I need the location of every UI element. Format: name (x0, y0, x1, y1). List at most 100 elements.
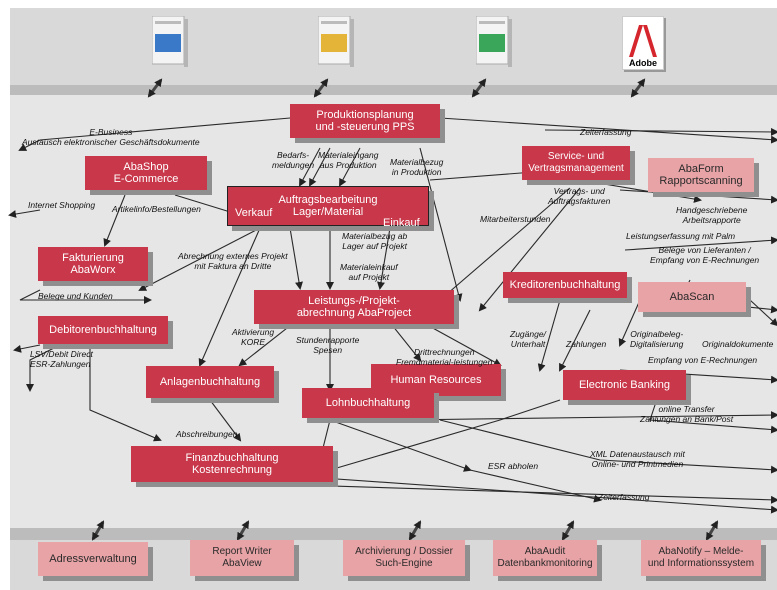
module-title: Kreditorenbuchhaltung (509, 279, 621, 291)
label-zahlungen: Zahlungen (566, 339, 607, 349)
label-line: Abrechnung externes Projekt (178, 251, 288, 261)
label-line: XML Datenaustausch mit (590, 449, 685, 459)
label-line: E-Business (89, 127, 133, 137)
module-subtitle: AbaView (222, 558, 262, 569)
module-debitorenbuchhaltung[interactable]: Debitorenbuchhaltung (38, 316, 168, 344)
module-subtitle: AbaWorx (70, 264, 116, 276)
label-materialbezug: Materialbezug in Produktion (390, 157, 444, 177)
module-subtitle: Datenbankmonitoring (497, 558, 593, 569)
label-mitarbeiterstunden: Mitarbeiterstunden (480, 214, 551, 224)
module-title: Electronic Banking (578, 379, 671, 391)
module-service-vertragsmanagement[interactable]: Service- und Vertragsmanagement (522, 146, 630, 180)
label-belege-kunden: Belege und Kunden (38, 291, 113, 301)
label-line: Online- und Printmedien (591, 458, 684, 469)
label-zugaenge: Zugänge/ Unterhalt (510, 329, 546, 349)
label-line: auf Projekt (348, 271, 390, 282)
module-title: AbaNotify – Melde- (658, 546, 744, 557)
label-vertragsfakturen: Vertrags- und Auftragsfakturen (548, 186, 611, 206)
label-line: Belege von Lieferanten / (658, 245, 751, 255)
module-anlagenbuchhaltung[interactable]: Anlagenbuchhaltung (146, 366, 274, 398)
label-leistungserfassung-palm: Leistungserfassung mit Palm (626, 231, 736, 241)
module-title: Archivierung / Dossier (355, 546, 453, 557)
module-title: Anlagenbuchhaltung (159, 376, 261, 388)
bottom-report-writer[interactable]: Report Writer AbaView (190, 540, 294, 576)
module-leistungsabrechnung[interactable]: Leistungs-/Projekt- abrechnung AbaProjec… (254, 290, 454, 324)
module-lohnbuchhaltung[interactable]: Lohnbuchhaltung (302, 388, 434, 418)
label-line: Vertrags- und (553, 186, 605, 196)
module-subtitle: Lager/Material (292, 206, 364, 218)
module-title: Produktionsplanung (316, 109, 414, 121)
label-lsv-debit: LSV/Debit Direct ESR-Zahlungen (30, 349, 93, 369)
auftrag-verkauf-label: Verkauf (235, 207, 273, 219)
label-line: Stundenrapporte (296, 335, 360, 345)
label-line: LSV/Debit Direct (30, 349, 93, 359)
label-line: Auftragsfakturen (548, 195, 611, 206)
label-materialeingang: Materialeingang aus Produktion (318, 150, 378, 170)
module-auftragsbearbeitung[interactable]: Auftragsbearbeitung Lager/Material (227, 186, 429, 226)
excel-box-icon (475, 15, 512, 68)
module-kreditorenbuchhaltung[interactable]: Kreditorenbuchhaltung (503, 272, 627, 298)
bottom-adressverwaltung[interactable]: Adressverwaltung (38, 542, 148, 576)
label-line: ESR-Zahlungen (30, 358, 91, 369)
module-title: Leistungs-/Projekt- (308, 295, 400, 307)
module-title: AbaAudit (524, 546, 566, 557)
module-subtitle: Kostenrechnung (191, 464, 273, 476)
label-line: Materialbezug ab (342, 231, 408, 241)
label-originalbeleg: Originalbeleg- Digitalisierung (630, 329, 683, 349)
label-line: Drittrechnungen (413, 347, 475, 357)
label-line: KORE (240, 336, 266, 347)
bottom-abanotify[interactable]: AbaNotify – Melde- und Informationssyste… (641, 540, 761, 576)
label-line: Zahlungen an Bank/Post (640, 413, 734, 424)
label-line: Fremdmaterial-leistungen (396, 356, 493, 367)
module-title: Lohnbuchhaltung (325, 397, 411, 409)
module-subtitle: Such-Engine (375, 558, 433, 569)
label-line: Zugänge/ (510, 329, 546, 339)
label-originaldokumente: Originaldokumente (702, 339, 774, 349)
module-abascan[interactable]: AbaScan (638, 282, 746, 312)
adobe-logo-icon: Adobe (622, 16, 664, 70)
label-line: Materialbezug (390, 157, 444, 167)
label-abrechnung-extern: Abrechnung externes Projekt mit Faktura … (178, 251, 288, 271)
label-stundenrapporte: Stundenrapporte Spesen (296, 335, 360, 355)
module-produktionsplanung[interactable]: Produktionsplanung und -steuerung PPS (290, 104, 440, 138)
label-line: Arbeitsrapporte (682, 214, 741, 225)
label-materialeinkauf: Materialeinkauf auf Projekt (340, 262, 398, 282)
label-line: Empfang von E-Rechnungen (650, 254, 760, 265)
module-title: AbaForm (678, 163, 724, 175)
label-xml-datenaustausch: XML Datenaustausch mit Online- und Print… (590, 449, 685, 469)
module-subtitle: und -steuerung PPS (315, 121, 415, 133)
label-handgeschriebene: Handgeschriebene Arbeitsrapporte (676, 205, 748, 225)
label-esr-abholen: ESR abholen (488, 461, 539, 471)
label-zeiterfassung-bottom: Zeiterfassung (598, 492, 650, 502)
module-finanzbuchhaltung[interactable]: Finanzbuchhaltung Kostenrechnung (131, 446, 333, 482)
label-line: aus Produktion (319, 159, 377, 170)
word-box-icon (151, 15, 188, 68)
label-belege-lieferanten: Belege von Lieferanten / Empfang von E-R… (650, 245, 760, 265)
label-line: Handgeschriebene (676, 205, 748, 215)
label-line: in Produktion (391, 166, 442, 177)
module-electronic-banking[interactable]: Electronic Banking (563, 370, 686, 400)
label-line: Austausch elektronischer Geschäftsdokume… (22, 136, 200, 147)
module-human-resources[interactable]: Human Resources (371, 364, 501, 396)
label-line: Unterhalt (510, 338, 546, 349)
label-line: meldungen (272, 159, 315, 170)
label-materialbezug-projekt: Materialbezug ab Lager auf Projekt (342, 231, 408, 251)
bottom-abaaudit[interactable]: AbaAudit Datenbankmonitoring (493, 540, 597, 576)
bottom-archivierung[interactable]: Archivierung / Dossier Such-Engine (343, 540, 465, 576)
label-line: online Transfer (658, 404, 715, 414)
label-line: Lager auf Projekt (342, 240, 407, 251)
module-abashop[interactable]: AbaShop E-Commerce (85, 156, 207, 190)
module-fakturierung[interactable]: Fakturierung AbaWorx (38, 247, 148, 281)
module-abaform[interactable]: AbaForm Rapportscanning (648, 158, 754, 192)
svg-text:Adobe: Adobe (629, 58, 657, 68)
module-subtitle: und Informationssystem (647, 558, 755, 569)
label-line: mit Faktura an Dritte (194, 260, 272, 271)
module-subtitle: Vertragsmanagement (528, 163, 624, 174)
label-line: Bedarfs- (276, 150, 310, 160)
label-drittrechnungen: Drittrechnungen Fremdmaterial-leistungen (396, 347, 493, 367)
module-title: Human Resources (390, 374, 482, 386)
module-title: AbaShop (123, 161, 169, 173)
module-title: Report Writer (212, 546, 272, 557)
label-internet-shopping: Internet Shopping (28, 200, 96, 210)
label-line: Aktivierung (232, 327, 275, 337)
